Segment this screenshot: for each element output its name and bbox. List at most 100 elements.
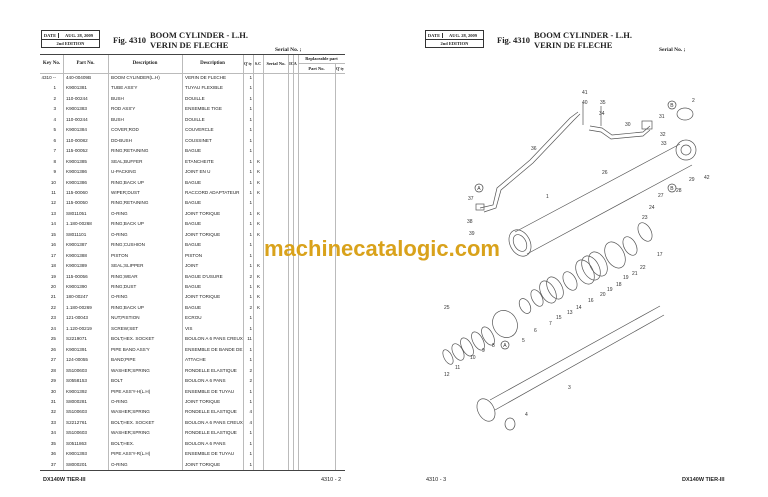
cell-key-no: 36 [50, 451, 56, 457]
marker-label: B [670, 103, 674, 109]
tube-head [508, 229, 532, 257]
marker-label: A [477, 186, 481, 192]
callout-label: 14 [576, 305, 582, 311]
cell-description-fr: BAGUE [185, 304, 202, 310]
cell-key-no: 16 [50, 242, 56, 248]
cell-key-no: 17 [50, 252, 56, 258]
cell-description-fr: BAGUE D'USURE [185, 273, 223, 279]
callout-label: 37 [468, 196, 474, 202]
piston-rod [489, 305, 665, 411]
date-value: AUG. 28, 2009 [449, 32, 477, 38]
cell-sc: K [257, 304, 261, 310]
cell-qty: 1 [249, 210, 252, 216]
cell-qty: 1 [249, 95, 252, 101]
cell-description: RING;RETAINING [111, 200, 149, 206]
cell-description: BAND;PIPE [111, 357, 136, 363]
cell-description: O-RING [111, 398, 128, 404]
cell-qty: 1 [249, 252, 252, 258]
cell-qty: 2 [249, 304, 252, 310]
cell-description-fr: JOINT TORIQUE [185, 294, 221, 300]
callout-label: 32 [660, 132, 666, 138]
cell-sc: K [257, 210, 261, 216]
cell-qty: 2 [249, 378, 252, 384]
cell-description-fr: PISTON [185, 252, 203, 258]
cell-key-no: 2 [53, 95, 56, 101]
cell-part-no: 440-00409B [66, 75, 92, 80]
rod-cover [492, 310, 518, 338]
header-replaceable: Replaceable part [305, 56, 338, 61]
cell-qty: 1 [249, 461, 252, 467]
marker-label: B [670, 186, 674, 192]
cell-part-no: K9001388 [66, 252, 87, 258]
cell-key-no: 26 [50, 346, 56, 352]
cell-sc: K [257, 179, 261, 185]
cell-key-no: 11 [51, 189, 56, 195]
cell-part-no: K9001389 [66, 263, 87, 269]
nut [637, 222, 653, 242]
callout-label: 36 [531, 146, 537, 152]
cell-key-no: 14 [50, 221, 56, 227]
cell-part-no: K9001393 [66, 451, 87, 457]
cell-part-no: K9001392 [66, 388, 87, 394]
cell-part-no: 1.120-00219 [66, 325, 92, 331]
cell-qty: 11 [247, 336, 252, 342]
cell-description-fr: COUSSINET [185, 137, 212, 143]
cell-description-fr: VERIN DE FLECHE [185, 75, 227, 80]
cell-description: SEAL;SLIPPER [111, 263, 144, 269]
seal-rings [442, 222, 653, 365]
table-row: 17 K9001388 PISTON PISTON 1 [40, 251, 345, 261]
cell-description-fr: BAGUE [185, 242, 202, 248]
cell-description-fr: TUYAU FLEXIBLE [185, 85, 223, 91]
cell-qty: 1 [249, 158, 252, 164]
col-divider [243, 55, 244, 470]
cell-sc: K [257, 169, 261, 175]
callout-label: 22 [640, 265, 646, 271]
header-sc: S.C [254, 61, 262, 66]
cell-part-no: S8011101 [66, 231, 87, 237]
header-rep-qty: Q'ty [336, 66, 344, 71]
cell-part-no: 115-00052 [66, 148, 88, 154]
cell-part-no: S0558153 [66, 378, 87, 384]
callout-label: 1 [546, 194, 549, 200]
cell-qty: 1 [249, 200, 252, 206]
cell-sc: K [257, 273, 261, 279]
header-part-no: Part No. [76, 61, 95, 66]
cell-description: RING;BACK UP [111, 221, 144, 227]
page-title: BOOM CYLINDER - L.H. VERIN DE FLECHE [150, 30, 248, 50]
cell-description-fr: BAGUE [185, 221, 202, 227]
callout-label: 18 [616, 282, 622, 288]
cell-description-fr: JOINT TORIQUE [185, 210, 221, 216]
cell-description: PIPE ASS'Y-R(L.H) [111, 451, 151, 457]
cell-key-no: 18 [50, 263, 56, 269]
cell-description-fr: BOULON A 6 PANS CREUX [185, 336, 243, 342]
header-qty: Q'ty [244, 61, 252, 66]
cell-qty: 1 [249, 169, 252, 175]
cell-description: RING;BACK UP [111, 179, 144, 185]
callout-label: 40 [582, 100, 588, 106]
marker-circle [474, 183, 484, 193]
serial-no-right: Serial No. ; [659, 47, 686, 53]
cell-sc: K [257, 294, 261, 300]
cell-qty: 1 [249, 388, 252, 394]
page-title-right: BOOM CYLINDER - L.H. VERIN DE FLECHE [534, 30, 632, 50]
col-divider [298, 55, 299, 470]
cell-description: TUBE ASS'Y [111, 85, 138, 91]
cell-description: PISTON [111, 252, 129, 258]
cell-part-no: K9001384 [66, 127, 87, 133]
cell-description-fr: JOINT TORIQUE [185, 398, 221, 404]
cell-description-fr: RONDELLE ELASTIQUE [185, 367, 237, 373]
